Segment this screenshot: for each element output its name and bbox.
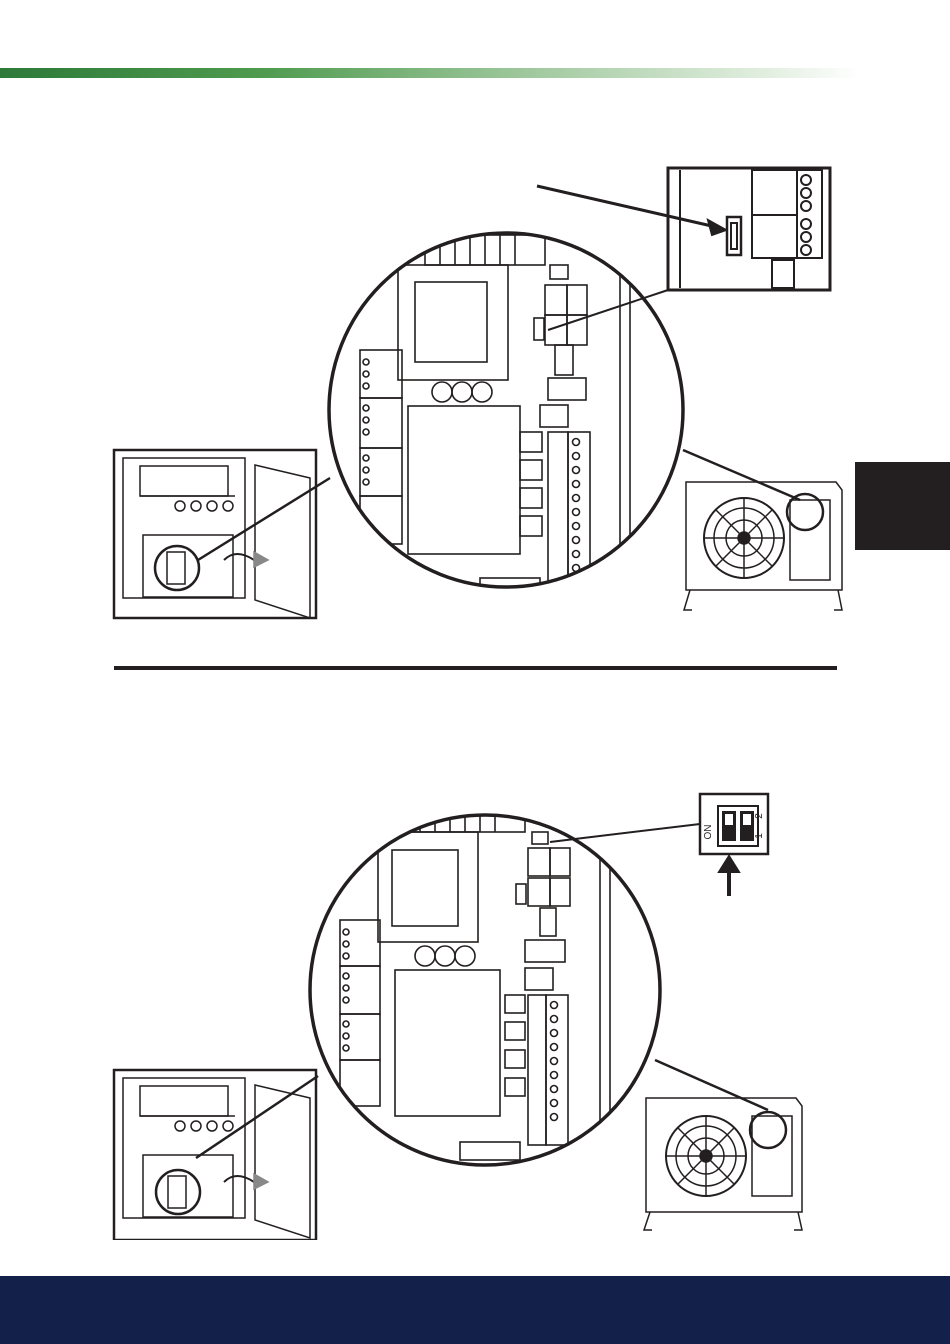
dip-switch-detail-box (700, 794, 768, 854)
outdoor-highlight (750, 1112, 786, 1148)
indoor-unit-image (114, 450, 316, 618)
section-divider (114, 666, 837, 670)
outdoor-unit-image (644, 1098, 802, 1230)
rotate-arrow-icon (224, 554, 254, 560)
dip-switch-2-label: 2 (754, 813, 765, 819)
figure-usb-port (0, 160, 950, 620)
magnifier-circle (310, 815, 660, 1165)
dip-on-label: ON (703, 825, 714, 840)
header-gradient-bar (0, 68, 860, 78)
dip-switch-1-label: 1 (754, 833, 765, 839)
pcb-magnified (360, 235, 630, 598)
usb-detail-box (668, 168, 830, 290)
dip-switch-small (532, 832, 548, 844)
indoor-unit-image (114, 1070, 316, 1240)
pcb-magnified (340, 802, 610, 1160)
arrow-icon (708, 220, 726, 235)
outdoor-unit-image (684, 482, 842, 610)
rotate-arrow-icon (224, 1176, 254, 1182)
figure-dip-switch: ON 1 2 (0, 780, 950, 1240)
pointer-arrow-line (537, 186, 716, 227)
usb-port-small (534, 318, 544, 340)
footer-band (0, 1276, 950, 1344)
